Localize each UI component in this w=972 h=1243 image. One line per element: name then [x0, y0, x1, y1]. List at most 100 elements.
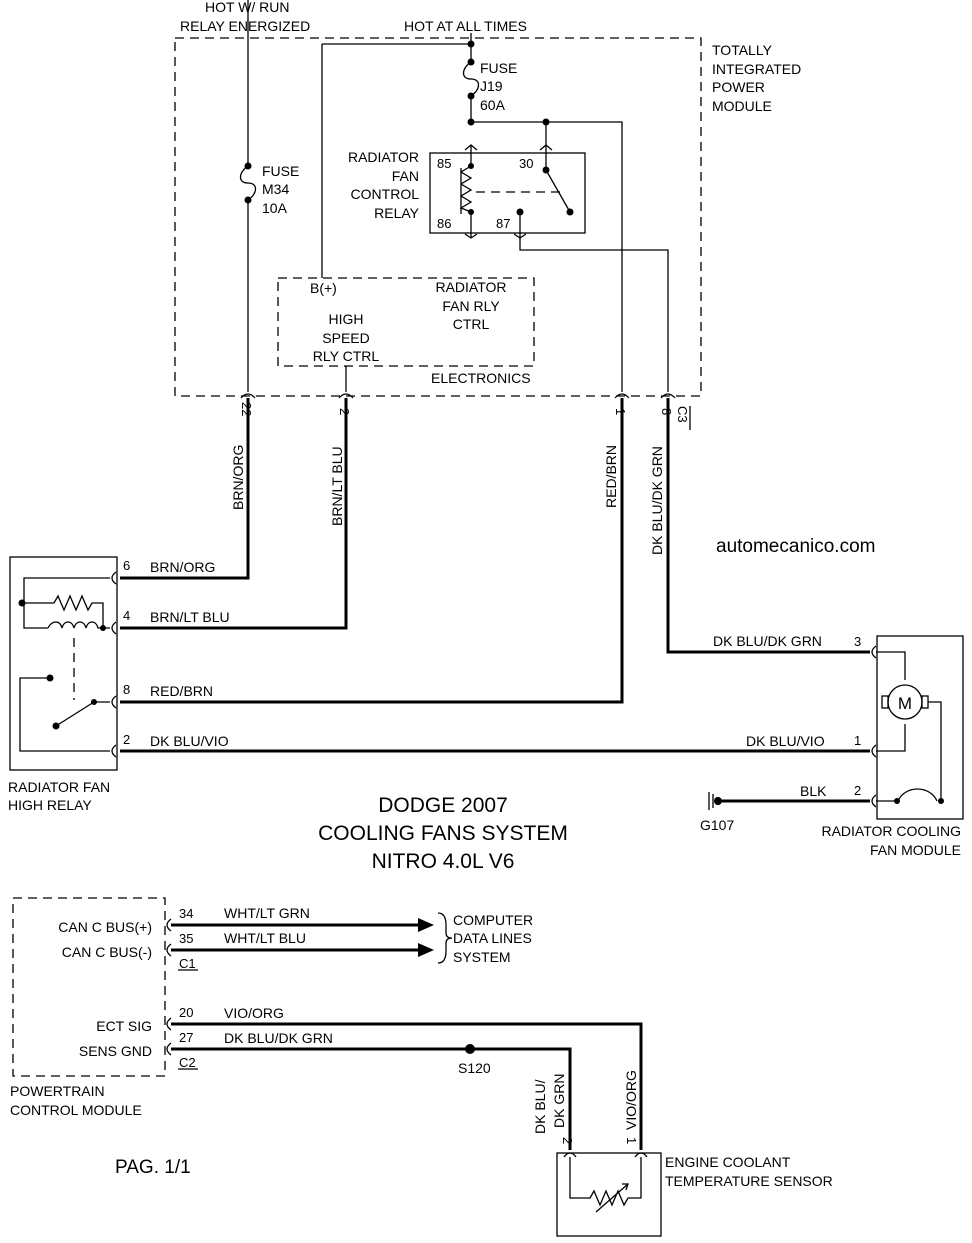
- relay-pin-86: 86: [437, 216, 451, 231]
- high-relay-coil: [22, 577, 110, 629]
- data-lines-3: SYSTEM: [453, 949, 511, 965]
- ect-name-2: TEMPERATURE SENSOR: [665, 1173, 833, 1189]
- high-relay-name-1: RADIATOR FAN: [8, 779, 110, 795]
- relay-switch: [539, 144, 571, 213]
- fan-module-wire-blk: BLK: [800, 783, 827, 799]
- pcm-pin-35: 35: [179, 931, 193, 946]
- tipm-name-4: MODULE: [712, 98, 772, 114]
- high-relay-pin-8: 8: [123, 682, 130, 697]
- pcm-connector-c2: C2: [179, 1055, 196, 1070]
- fan-module-pin-1: 1: [854, 733, 861, 748]
- tipm-name-2: INTEGRATED: [712, 61, 801, 77]
- fuse-m34-rating: 10A: [262, 200, 288, 216]
- fuse-m34-id: M34: [262, 181, 289, 197]
- fan-module-box: [876, 635, 964, 820]
- ect-sensor-internal: [569, 1157, 642, 1213]
- high-relay-pin-4: 4: [123, 608, 130, 623]
- tipm-name-1: TOTALLY: [712, 42, 773, 58]
- pcm-signal-sens-gnd: SENS GND: [79, 1043, 152, 1059]
- fan-module-name-2: FAN MODULE: [870, 842, 961, 858]
- high-speed-3: RLY CTRL: [313, 348, 380, 364]
- fuse-m34-label: FUSE: [262, 163, 299, 179]
- relay-pin-85: 85: [437, 156, 451, 171]
- fan-motor-label: M: [898, 694, 912, 713]
- high-relay-pin-6: 6: [123, 558, 130, 573]
- fan-module-internal: [876, 651, 942, 802]
- fuse-j19-rating: 60A: [480, 97, 506, 113]
- high-relay-wire-brn-ltblu: BRN/LT BLU: [150, 609, 230, 625]
- electronics-bplus: B(+): [310, 280, 337, 296]
- fan-rly-ctrl-1: RADIATOR: [435, 279, 506, 295]
- fan-module-pin-2: 2: [854, 783, 861, 798]
- fuse-m34-icon: [239, 165, 257, 201]
- relay-pin-87: 87: [496, 216, 510, 231]
- tipm-module: HOT W/ RUN RELAY ENERGIZED HOT AT ALL TI…: [174, 0, 801, 399]
- pcm-name-1: POWERTRAIN: [10, 1083, 105, 1099]
- page-number: PAG. 1/1: [115, 1157, 191, 1178]
- wire-brn-ltblu: [120, 398, 348, 630]
- pcm-wire-wht-ltgrn: WHT/LT GRN: [224, 905, 310, 921]
- main-wires: [120, 398, 870, 803]
- high-relay-box: [9, 556, 118, 771]
- fan-module-wire-dkblu-vio: DK BLU/VIO: [746, 733, 825, 749]
- pcm-connector-c1: C1: [179, 956, 196, 971]
- title-line-2: COOLING FANS SYSTEM: [318, 822, 568, 845]
- high-speed-1: HIGH: [329, 311, 364, 327]
- data-lines-2: DATA LINES: [453, 930, 532, 946]
- high-speed-2: SPEED: [322, 330, 369, 346]
- title-line-3: NITRO 4.0L V6: [372, 850, 515, 873]
- wire-brn-ltblu-tipm: BRN/LT BLU: [329, 446, 345, 526]
- high-relay-switch: [19, 677, 110, 752]
- high-relay-terminals: [111, 571, 117, 758]
- wire-brn-org-tipm: BRN/ORG: [230, 445, 246, 510]
- wire-dkblu-dkgrn-tipm: DK BLU/DK GRN: [649, 446, 665, 555]
- high-relay-wire-brn-org: BRN/ORG: [150, 559, 215, 575]
- wire-red-brn: [120, 398, 624, 704]
- hot-run-label-2: RELAY ENERGIZED: [180, 18, 310, 34]
- high-relay: 6 4 8 2 BRN/ORG BRN/LT BLU RED/BRN DK BL…: [8, 556, 230, 813]
- wire-red-brn-tipm: RED/BRN: [603, 445, 619, 508]
- ect-wire-right: VIO/ORG: [623, 1070, 639, 1130]
- fan-rly-ctrl-3: CTRL: [453, 316, 490, 332]
- wire-dkblu-dkgrn: [666, 398, 870, 654]
- fan-rly-ctrl-2: FAN RLY: [442, 298, 500, 314]
- ect-name-1: ENGINE COOLANT: [665, 1154, 791, 1170]
- pcm-wire-dkblu-dkgrn: DK BLU/DK GRN: [224, 1030, 333, 1046]
- title-line-1: DODGE 2007: [378, 794, 508, 817]
- pcm-pin-20: 20: [179, 1005, 193, 1020]
- c3-connector-label: C3: [675, 406, 690, 423]
- pcm-wire-vio-org: VIO/ORG: [224, 1005, 284, 1021]
- high-relay-wire-red-brn: RED/BRN: [150, 683, 213, 699]
- relay-name-4: RELAY: [374, 205, 420, 221]
- splice-s120: [465, 1044, 475, 1054]
- relay-pin-30: 30: [519, 156, 533, 171]
- hot-run-label-1: HOT W/ RUN: [205, 0, 290, 15]
- high-relay-wire-dkblu-vio: DK BLU/VIO: [150, 733, 229, 749]
- electronics-block: [277, 277, 535, 367]
- pcm-name-2: CONTROL MODULE: [10, 1102, 142, 1118]
- pcm-terminals: [166, 918, 172, 1056]
- ground-g107-label: G107: [700, 817, 734, 833]
- fuse-j19-id: J19: [480, 78, 503, 94]
- relay-coil: [459, 144, 478, 239]
- fan-module: M 3 1 2 DK BLU/DK GRN DK BLU/VIO BLK RAD…: [700, 633, 964, 858]
- high-relay-pin-2: 2: [123, 732, 130, 747]
- fan-module-pin-3: 3: [854, 634, 861, 649]
- ect-wire-left-2: DK GRN: [551, 1074, 567, 1128]
- relay-name-3: CONTROL: [351, 186, 420, 202]
- c3-terminals: [240, 393, 676, 399]
- wire-vio-org: [171, 1022, 643, 1150]
- fan-module-terminals: [871, 645, 877, 808]
- high-relay-name-2: HIGH RELAY: [8, 797, 92, 813]
- wire-brn-org: [120, 398, 250, 580]
- fan-module-wire-dkblu-dkgrn: DK BLU/DK GRN: [713, 633, 822, 649]
- fuse-j19-label: FUSE: [480, 60, 517, 76]
- pcm-module: CAN C BUS(+) CAN C BUS(-) ECT SIG SENS G…: [10, 897, 643, 1150]
- relay-name-1: RADIATOR: [348, 149, 419, 165]
- fuse-j19-icon: [462, 61, 480, 97]
- ect-pin-2: 2: [560, 1137, 575, 1144]
- relay-name-2: FAN: [392, 168, 419, 184]
- tipm-name-3: POWER: [712, 79, 765, 95]
- tipm-pin-labels: 22 2 1 8 C3 BRN/ORG BRN/LT BLU RED/BRN D…: [230, 402, 691, 555]
